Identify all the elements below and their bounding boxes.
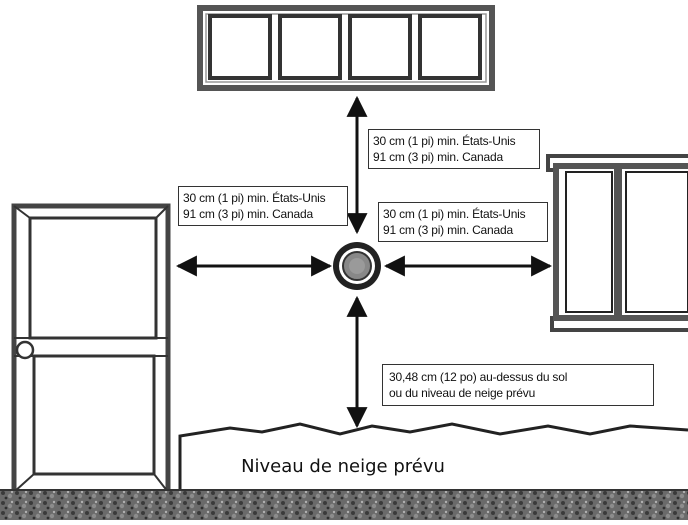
vent-terminal	[333, 242, 381, 290]
bottom-label-line1: 30,48 cm (12 po) au-dessus du sol	[389, 370, 568, 384]
right-window	[546, 154, 688, 332]
right-label-canada: 91 cm (3 pi) min. Canada	[383, 223, 513, 237]
right-label-us: 30 cm (1 pi) min. États-Unis	[383, 207, 526, 221]
top-label-canada: 91 cm (3 pi) min. Canada	[373, 150, 503, 164]
bottom-clearance-label: 30,48 cm (12 po) au-dessus du sol ou du …	[382, 364, 654, 406]
window-pane	[208, 14, 272, 80]
left-clearance-label: 30 cm (1 pi) min. États-Unis 91 cm (3 pi…	[178, 186, 348, 226]
bottom-label-line2: ou du niveau de neige prévu	[389, 386, 536, 400]
left-label-us: 30 cm (1 pi) min. États-Unis	[183, 191, 326, 205]
left-label-canada: 91 cm (3 pi) min. Canada	[183, 207, 313, 221]
snow-level-outline	[178, 422, 688, 492]
door-knob	[15, 340, 35, 360]
top-label-us: 30 cm (1 pi) min. États-Unis	[373, 134, 516, 148]
clearance-arrows	[175, 95, 553, 429]
window-pane	[348, 14, 412, 80]
right-clearance-label: 30 cm (1 pi) min. États-Unis 91 cm (3 pi…	[378, 202, 548, 242]
window-pane	[418, 14, 482, 80]
door	[11, 203, 171, 495]
window-pane	[278, 14, 342, 80]
top-clearance-label: 30 cm (1 pi) min. États-Unis 91 cm (3 pi…	[368, 129, 540, 169]
top-window	[197, 5, 495, 91]
snow-level-label: Niveau de neige prévu	[241, 456, 445, 477]
ground-strip	[0, 490, 688, 520]
